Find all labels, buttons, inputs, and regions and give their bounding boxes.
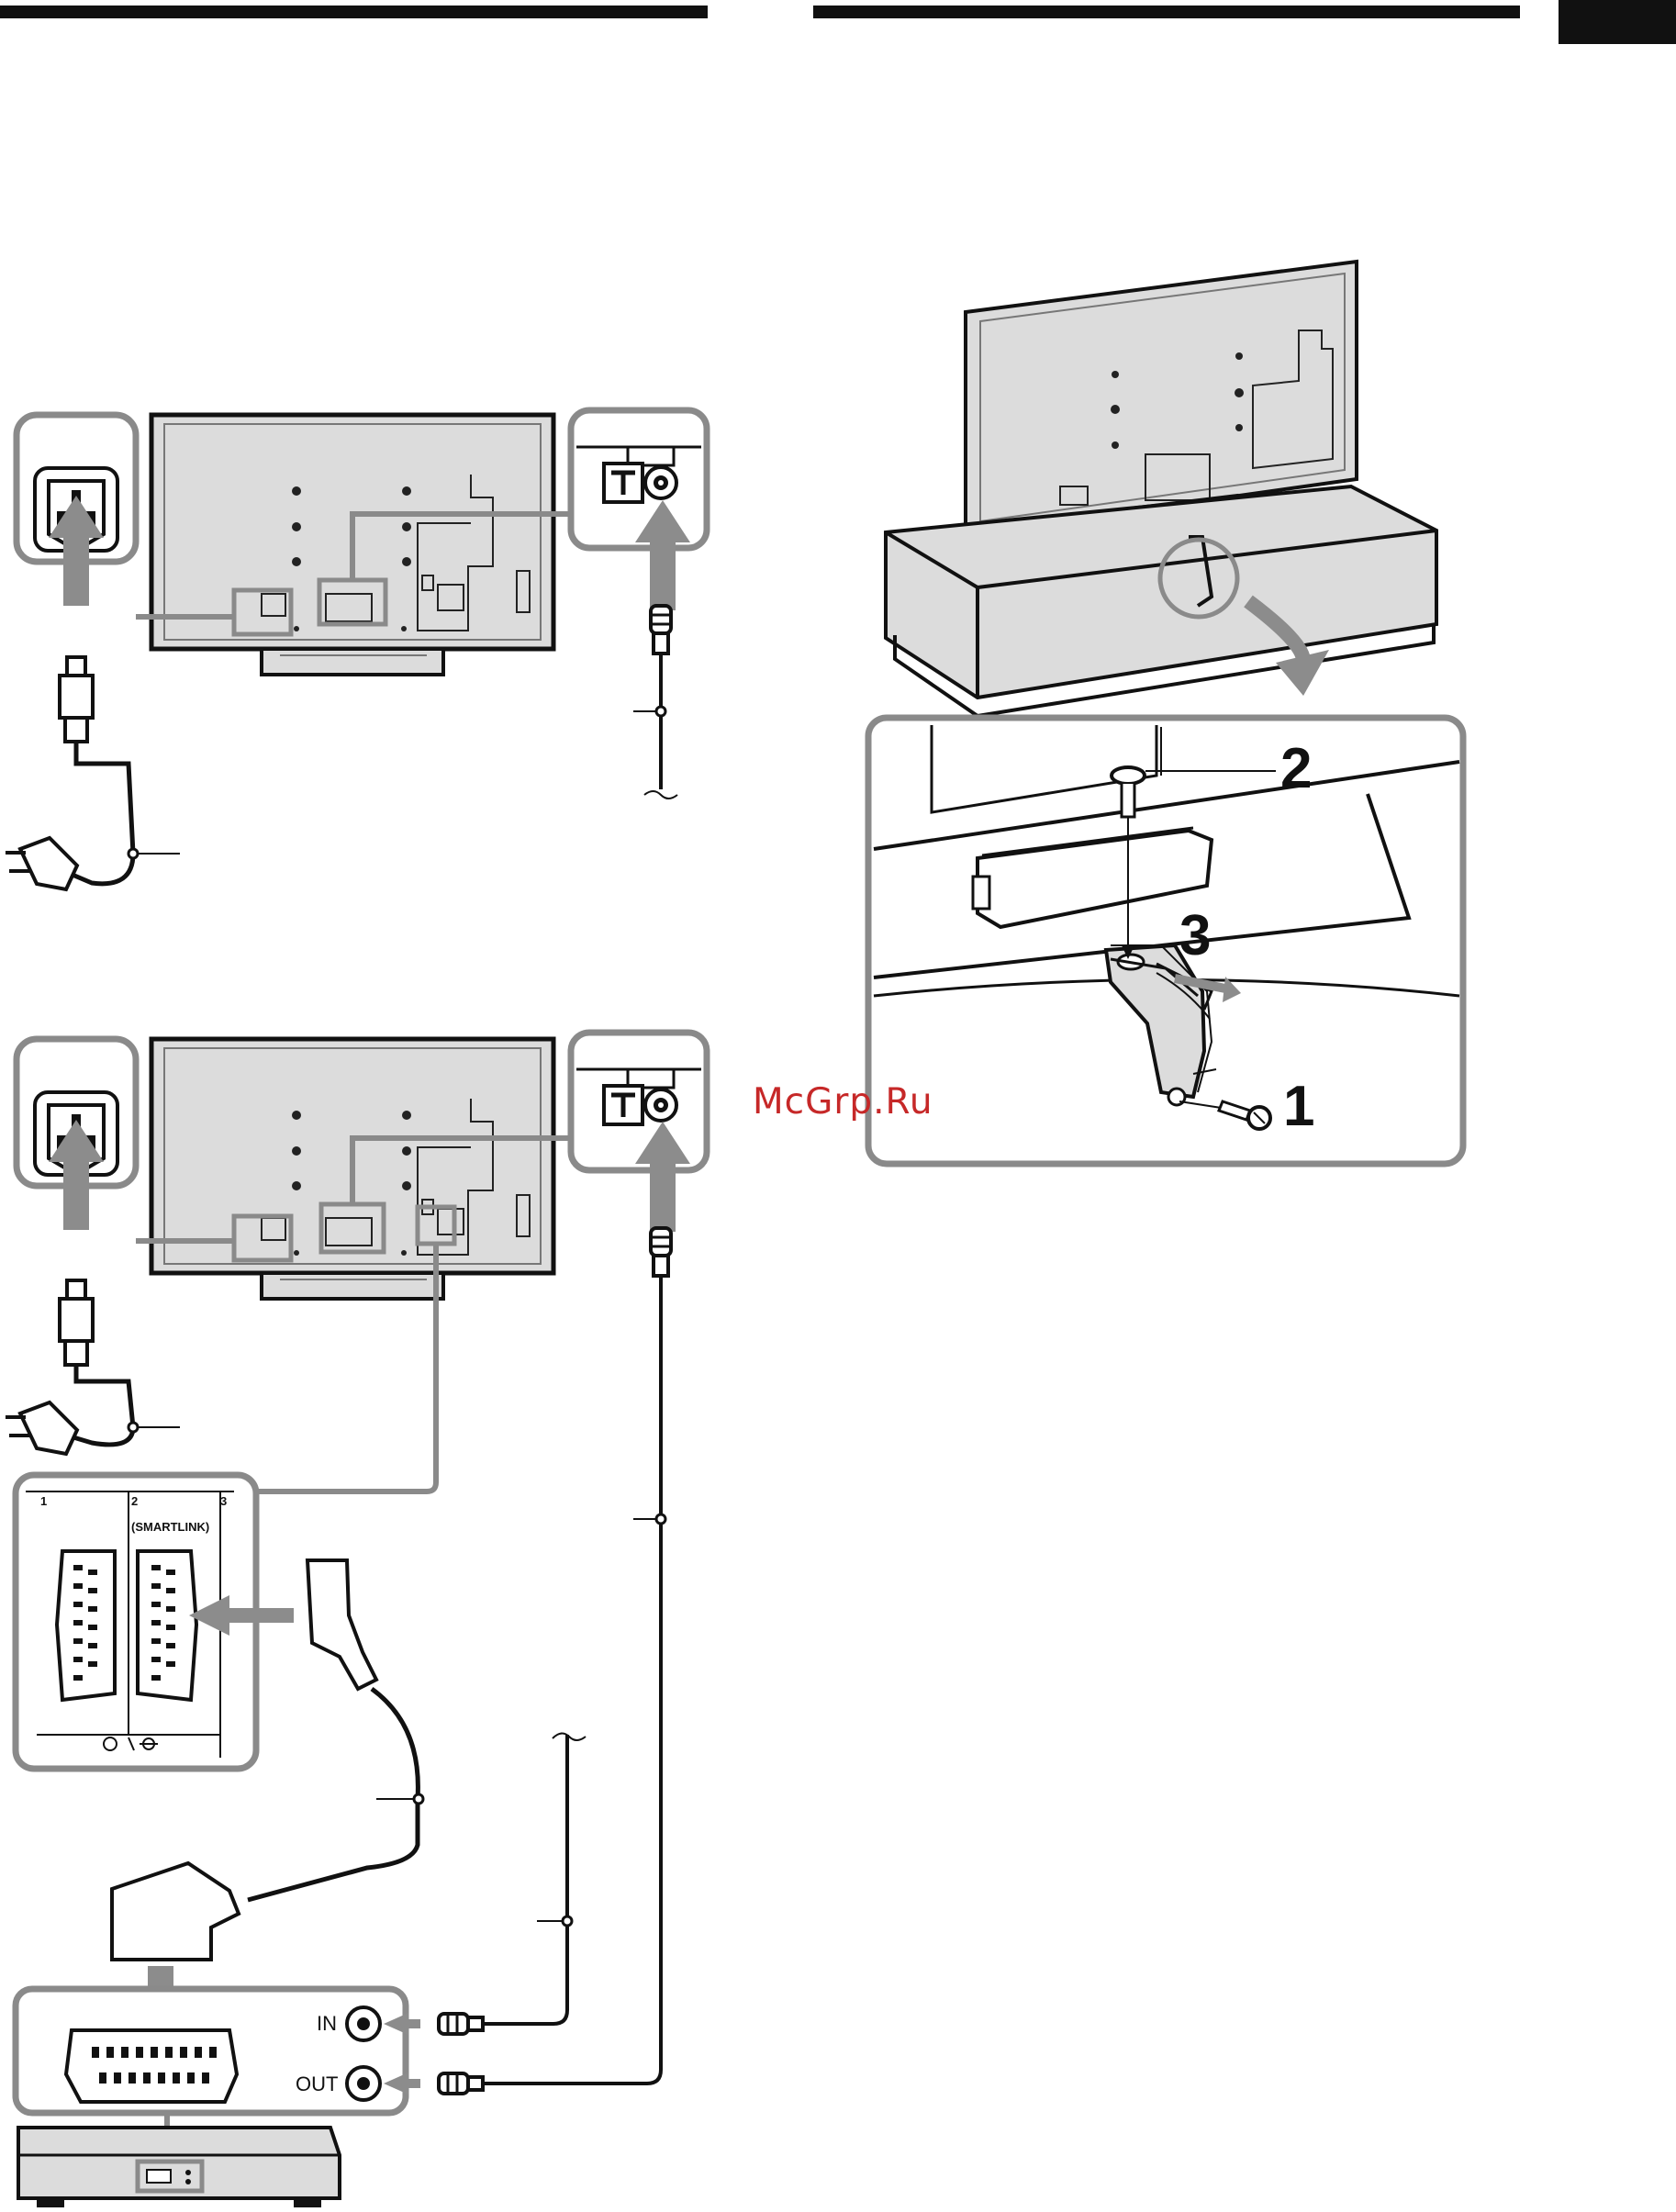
scart-plug-lower	[112, 1863, 239, 1960]
screw-2	[1112, 767, 1145, 784]
recorder-device	[18, 2128, 340, 2207]
step-1-label: 1	[1283, 1075, 1314, 1138]
power-cord-connector	[60, 657, 93, 742]
mains-plug	[6, 838, 77, 889]
smartlink-label: (SMARTLINK)	[131, 1520, 209, 1534]
power-cord-connector-2	[60, 1280, 93, 1365]
step-2-label: 2	[1280, 737, 1312, 800]
recorder-out-coax-plug	[439, 2073, 483, 2094]
step-3-label: 3	[1179, 904, 1211, 967]
scart-port-1-label: 1	[40, 1494, 47, 1508]
tv-on-stand	[886, 262, 1436, 716]
diagram-anti-tip-strap: 2 3 1	[868, 262, 1463, 1164]
recorder-scart-socket	[66, 2030, 237, 2102]
aerial-socket-callout	[571, 410, 707, 548]
watermark-text: McGrp.Ru	[753, 1081, 933, 1123]
recorder-in-label: IN	[317, 2012, 337, 2035]
aerial-cable-plug	[651, 606, 671, 654]
aerial-cable-plug-2	[651, 1228, 671, 1276]
diagram-recorder-connection: 1 2 3 (SMARTLINK)	[6, 1033, 707, 2207]
recorder-out-label: OUT	[296, 2072, 338, 2095]
recorder-in-coax-plug	[439, 2014, 483, 2034]
strap-zoom-callout	[868, 718, 1463, 1164]
aerial-socket-callout-2	[571, 1033, 707, 1170]
scart-plug-upper	[307, 1560, 376, 1689]
mains-plug-2	[6, 1402, 77, 1454]
scart-port-3-label: 3	[220, 1494, 227, 1508]
scart-port-2-label: 2	[131, 1494, 138, 1508]
diagram-power-aerial-connection	[6, 410, 707, 889]
